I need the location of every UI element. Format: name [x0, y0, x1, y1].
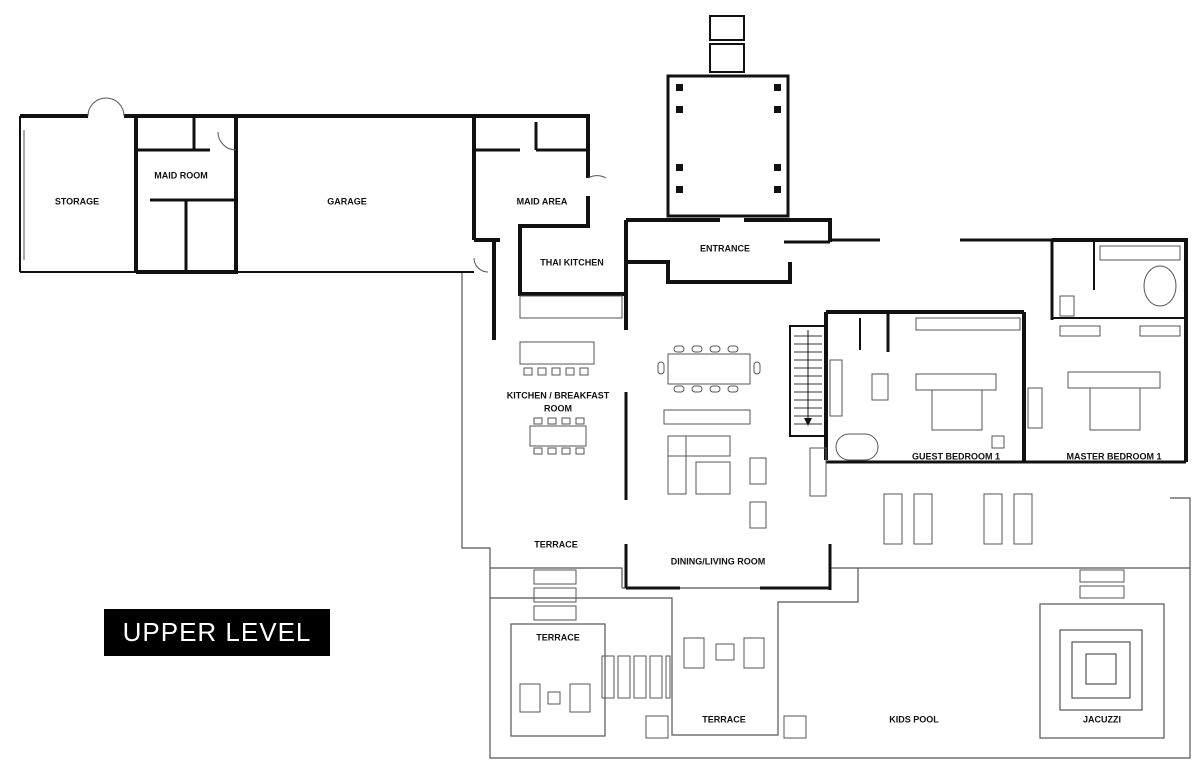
label-thai-kitchen: THAI KITCHEN — [540, 257, 604, 267]
label-maid-room: MAID ROOM — [154, 170, 208, 180]
label-kitchen-room: ROOM — [544, 403, 572, 413]
label-terrace-left: TERRACE — [534, 539, 578, 549]
label-guest-bedroom: GUEST BEDROOM 1 — [912, 451, 1000, 461]
label-terrace-lower: TERRACE — [536, 632, 580, 642]
label-entrance: ENTRANCE — [700, 243, 750, 253]
label-garage: GARAGE — [327, 196, 367, 206]
label-kitchen-breakfast: KITCHEN / BREAKFAST — [507, 390, 610, 400]
label-maid-area: MAID AREA — [517, 196, 568, 206]
label-master-bedroom: MASTER BEDROOM 1 — [1066, 451, 1161, 461]
walls — [19, 15, 1188, 590]
level-badge: UPPER LEVEL — [104, 609, 330, 656]
interior-details — [23, 84, 1181, 739]
label-storage: STORAGE — [55, 196, 99, 206]
label-terrace-bottom: TERRACE — [702, 714, 746, 724]
label-dining-living: DINING/LIVING ROOM — [671, 556, 766, 566]
room-labels: STORAGE MAID ROOM GARAGE MAID AREA THAI … — [55, 170, 1162, 724]
label-jacuzzi: JACUZZI — [1083, 714, 1121, 724]
label-kids-pool: KIDS POOL — [889, 714, 939, 724]
